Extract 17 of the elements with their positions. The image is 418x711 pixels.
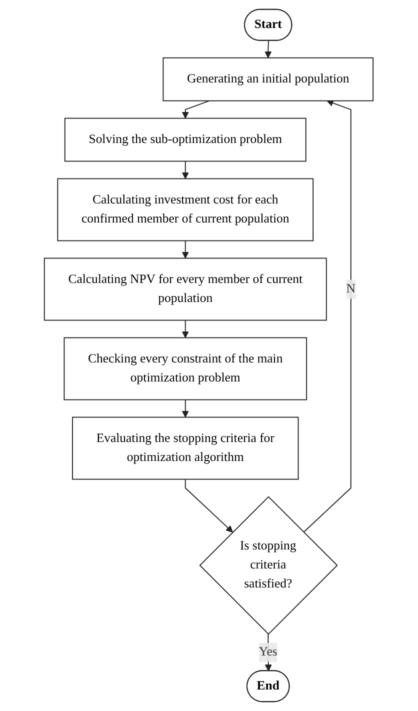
node-box: Checking every constraint of the main optimization problem [64, 337, 308, 400]
node-box: Solving the sub-optimization problem [64, 118, 307, 162]
arrow [185, 478, 234, 533]
arrow [182, 100, 210, 119]
arrow [182, 160, 190, 180]
node-diamond: Is stopping criteria satisfied? [199, 496, 338, 635]
arrow [182, 240, 190, 259]
arrow [182, 320, 190, 338]
arrow [264, 40, 272, 58]
node-box: Calculating NPV for every member of current population [44, 258, 328, 321]
node-box: Generating an initial population [163, 57, 374, 102]
edge-label: N [346, 282, 356, 296]
node-box: Evaluating the stopping criteria for optimization algorithm [72, 416, 300, 480]
arrow [303, 100, 352, 533]
arrow [182, 399, 190, 418]
edge-label: Yes [259, 645, 278, 659]
node-box: Calculating investment cost for each confirmed member of current population [57, 178, 314, 242]
